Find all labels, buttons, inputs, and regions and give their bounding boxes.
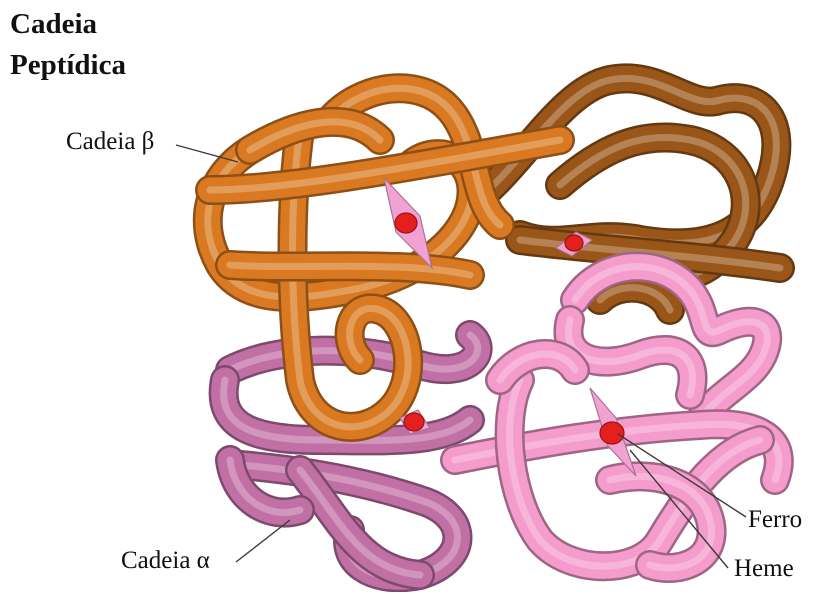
iron-atom <box>404 413 424 431</box>
label-alpha-chain: Cadeia α <box>121 548 210 573</box>
alpha-chain-right <box>455 267 779 568</box>
page-title-line-1: Cadeia <box>10 10 97 39</box>
iron-atom <box>600 422 624 444</box>
leader-alpha <box>236 520 290 562</box>
label-iron: Ferro <box>748 507 802 532</box>
iron-atom <box>565 235 583 251</box>
page-title-line-2: Peptídica <box>10 51 126 80</box>
label-beta-chain: Cadeia β <box>66 129 154 154</box>
iron-atom <box>395 213 417 233</box>
label-heme: Heme <box>734 556 794 581</box>
